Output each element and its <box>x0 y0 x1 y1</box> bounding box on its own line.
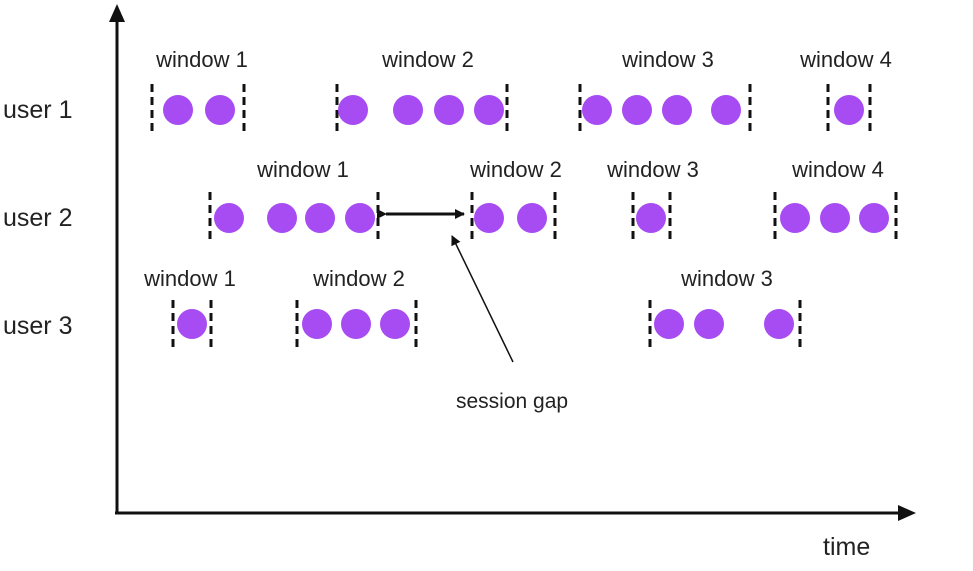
window-label: window 3 <box>606 157 699 182</box>
window-label: window 2 <box>469 157 562 182</box>
event-dot <box>380 309 410 339</box>
x-axis-label: time <box>823 533 870 561</box>
user-label: user 2 <box>3 204 72 232</box>
event-dot <box>654 309 684 339</box>
user-label: user 3 <box>3 312 72 340</box>
window-label: window 2 <box>312 266 405 291</box>
event-dot <box>302 309 332 339</box>
event-dot <box>622 95 652 125</box>
event-dot <box>517 203 547 233</box>
event-dot <box>764 309 794 339</box>
window-label: window 3 <box>621 47 714 72</box>
event-dot <box>582 95 612 125</box>
event-dot <box>694 309 724 339</box>
x-axis-arrowhead <box>898 505 916 521</box>
event-dot <box>662 95 692 125</box>
window-label: window 1 <box>155 47 248 72</box>
event-dot <box>859 203 889 233</box>
event-dot <box>214 203 244 233</box>
window-label: window 3 <box>680 266 773 291</box>
user-label: user 1 <box>3 96 72 124</box>
window-label: window 1 <box>256 157 349 182</box>
event-dot <box>711 95 741 125</box>
session-gap-pointer-arrow <box>451 235 514 363</box>
event-dot <box>474 203 504 233</box>
window-label: window 1 <box>143 266 236 291</box>
event-dot <box>338 95 368 125</box>
event-dot <box>267 203 297 233</box>
event-dot <box>163 95 193 125</box>
event-dot <box>393 95 423 125</box>
event-dot <box>834 95 864 125</box>
y-axis-arrowhead <box>109 4 125 22</box>
event-dot <box>345 203 375 233</box>
event-dot <box>434 95 464 125</box>
event-dot <box>341 309 371 339</box>
event-dot <box>305 203 335 233</box>
window-label: window 4 <box>791 157 884 182</box>
session-gap-label: session gap <box>456 390 568 413</box>
event-dot <box>820 203 850 233</box>
event-dot <box>636 203 666 233</box>
window-label: window 4 <box>799 47 892 72</box>
window-label: window 2 <box>381 47 474 72</box>
event-dot <box>177 309 207 339</box>
event-dot <box>205 95 235 125</box>
event-dot <box>780 203 810 233</box>
event-dot <box>474 95 504 125</box>
